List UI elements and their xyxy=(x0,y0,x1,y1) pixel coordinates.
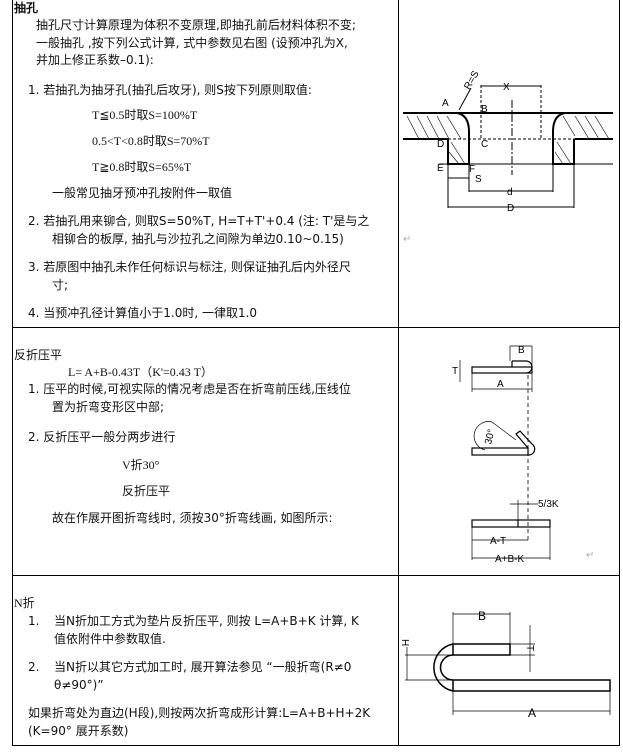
paragraph-mark-icon: ↵ xyxy=(403,234,412,245)
row-divider xyxy=(12,327,620,328)
rule: T≦0.5时取S=100%T xyxy=(92,108,198,122)
svg-text:C: C xyxy=(481,139,488,150)
step: V折30° xyxy=(122,458,160,472)
svg-text:A+B-K: A+B-K xyxy=(495,554,525,565)
list-item-cont: θ≠90°)” xyxy=(54,678,104,692)
list-number: 2. xyxy=(28,660,40,674)
svg-text:F: F xyxy=(469,164,475,175)
table-border-bottom xyxy=(12,745,620,746)
svg-text:5/3K: 5/3K xyxy=(538,499,559,510)
list-item-cont: 相铆合的板厚, 抽孔与沙拉孔之间隙为单边0.10~0.15) xyxy=(52,232,344,246)
table-border-middle xyxy=(398,0,399,746)
svg-text:d: d xyxy=(507,187,513,198)
svg-text:X: X xyxy=(503,82,510,93)
note: 一般常见抽牙预冲孔按附件一取值 xyxy=(52,186,233,200)
svg-text:D: D xyxy=(507,203,514,214)
hole-flange-figure: X R=S A B C D E F S d D xyxy=(403,69,613,214)
list-item: 当N折加工方式为垫片反折压平, 则按 L=A+B+K 计算, K xyxy=(54,614,359,628)
table-border-left xyxy=(12,0,13,746)
formula: L= A+B-0.43T（K'=0.43 T） xyxy=(68,365,213,379)
intro-line: 抽孔尺寸计算原理为体积不变原理,即抽孔前后材料体积不变; xyxy=(36,18,356,32)
rule: 0.5<T<0.8时取S=70%T xyxy=(92,134,210,148)
list-item: 1. 若抽孔为抽牙孔(抽孔后攻牙), 则S按下列原则取值: xyxy=(28,83,312,97)
note: 如果折弯处为直边(H段),则按两次折弯成形计算:L=A+B+H+2K xyxy=(28,706,371,720)
note: 故在作展开图折弯线时, 须按30°折弯线画, 如图所示: xyxy=(52,511,333,525)
svg-text:A: A xyxy=(497,379,504,390)
svg-text:T: T xyxy=(524,645,535,651)
svg-text:E: E xyxy=(437,163,444,174)
intro-line: 一般抽孔 ,按下列公式计算, 式中参数见右图 (设预冲孔为X, xyxy=(36,36,348,50)
section-title: N折 xyxy=(14,596,35,610)
rule: T≧0.8时取S=65%T xyxy=(92,160,192,174)
svg-text:T: T xyxy=(452,366,458,377)
svg-text:A-T: A-T xyxy=(490,536,506,547)
row-divider xyxy=(12,575,620,576)
section-title: 抽孔 xyxy=(14,1,39,15)
list-item-cont: 值依附件中参数取值. xyxy=(54,632,166,646)
list-item: 2. 若抽孔用来铆合, 则取S=50%T, H=T+T'+0.4 (注: T'是… xyxy=(28,214,370,228)
svg-text:B: B xyxy=(478,609,486,623)
svg-text:B: B xyxy=(518,345,525,356)
svg-text:H: H xyxy=(400,639,410,646)
paragraph-mark-icon: ↵ xyxy=(586,550,595,561)
list-item: 当N折以其它方式加工时, 展开算法参见 “一般折弯(R≠0 xyxy=(54,660,352,674)
list-item: 2. 反折压平一般分两步进行 xyxy=(28,430,176,444)
svg-text:R=S: R=S xyxy=(462,69,482,92)
step: 反折压平 xyxy=(122,484,171,498)
table-border-right xyxy=(619,0,620,746)
svg-text:S: S xyxy=(475,174,482,185)
svg-text:A: A xyxy=(528,706,536,720)
svg-text:D: D xyxy=(437,139,444,150)
n-fold-figure: B H T A xyxy=(400,609,611,720)
list-item: 4. 当预冲孔径计算值小于1.0时, 一律取1.0 xyxy=(28,306,258,320)
list-item: 1. 压平的时候,可视实际的情况考虑是否在折弯前压线,压线位 xyxy=(28,382,351,396)
note: (K=90° 展开系数) xyxy=(28,724,129,738)
svg-text:B: B xyxy=(481,104,488,115)
section-title: 反折压平 xyxy=(14,348,63,362)
list-item-cont: 置为折弯变形区中部; xyxy=(52,400,165,414)
intro-line: 并加上修正系数–0.1): xyxy=(36,53,154,67)
list-item: 3. 若原图中抽孔未作任何标识与标注, 则保证抽孔后内外径尺 xyxy=(28,260,351,274)
list-item-cont: 寸; xyxy=(52,278,69,292)
svg-text:A: A xyxy=(442,98,449,109)
svg-text:30°: 30° xyxy=(483,428,498,445)
reverse-flatten-figure: B T A 30° 5/3K A-T A+B-K xyxy=(452,345,559,565)
list-number: 1. xyxy=(28,614,40,628)
